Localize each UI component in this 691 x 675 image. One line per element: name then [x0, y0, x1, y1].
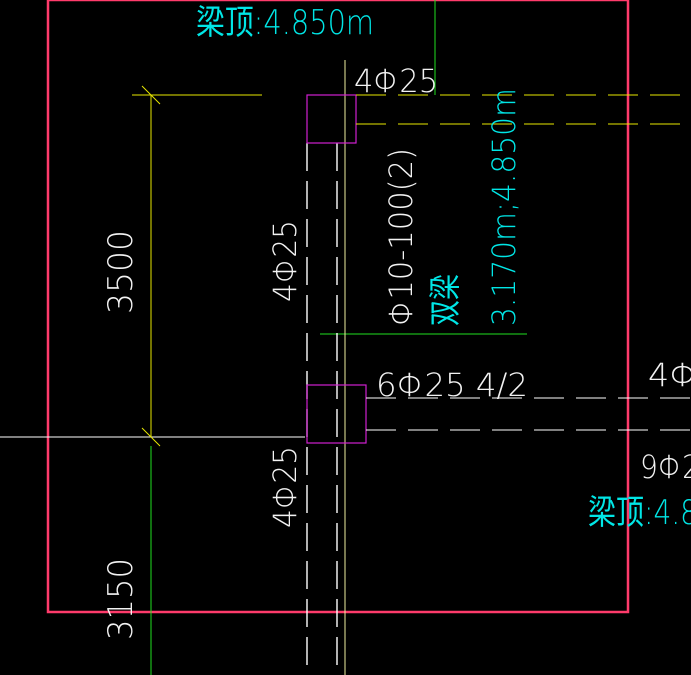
dimension-3500: 3500 [101, 230, 141, 314]
dimension-3150: 3150 [101, 558, 141, 640]
beam-top-label-upper: 梁顶:4.850m [196, 3, 374, 43]
double-beam-label: 双梁 [426, 274, 464, 326]
elevation-range-label: 3.170m;4.850m [485, 88, 523, 326]
column-rebar-upper: 4Φ25 [266, 220, 304, 302]
rebar-label-right-lower: 9Φ2 [640, 448, 691, 486]
stirrup-label: Φ10-100(2) [382, 148, 420, 326]
rebar-label-right-upper: 4Φ [648, 356, 691, 394]
red-frame [46, 0, 630, 614]
column-box-upper [306, 94, 357, 144]
dimension-tick-top [141, 85, 161, 105]
rebar-label-mid: 6Φ25 4/2 [376, 366, 528, 404]
rebar-label-top: 4Φ25 [354, 62, 438, 100]
beam-top-label-right: 梁顶:4.8 [588, 493, 691, 533]
column-box-lower [306, 384, 367, 444]
column-rebar-lower: 4Φ25 [266, 446, 304, 528]
dimension-tick-bottom [141, 427, 161, 447]
